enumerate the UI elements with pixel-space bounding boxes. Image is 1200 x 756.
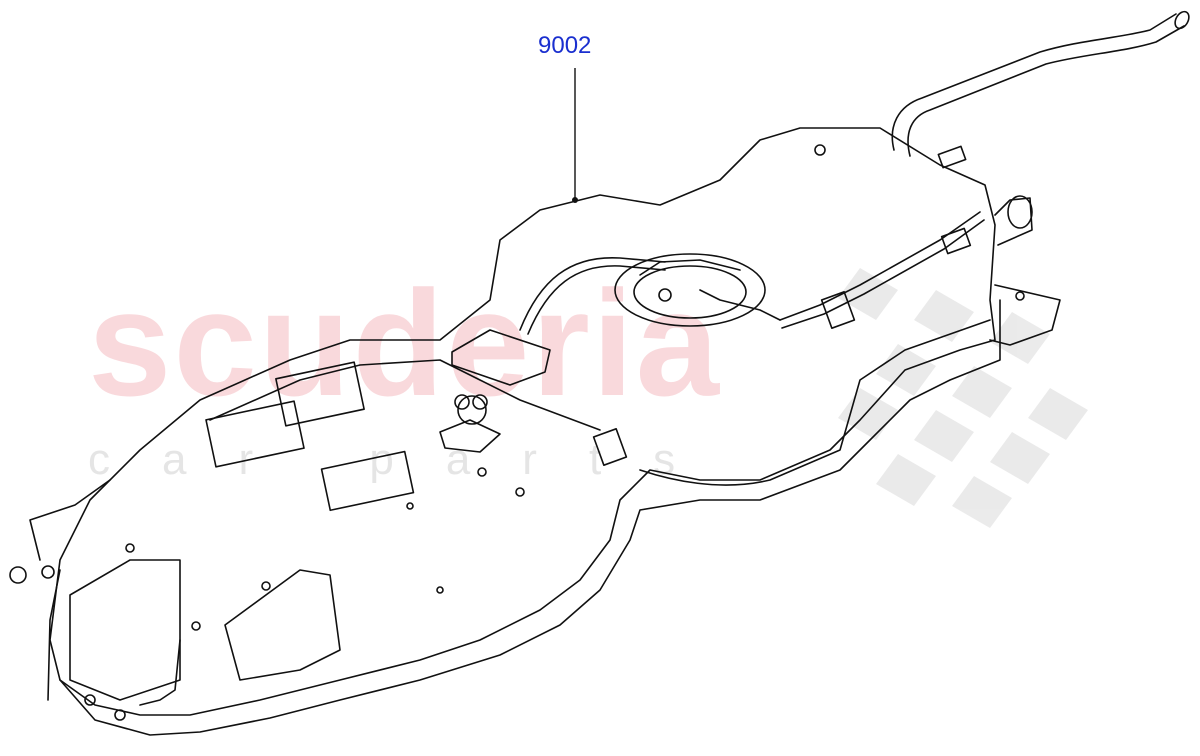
left-shield-plate bbox=[69, 559, 181, 701]
watermark-tagline: car parts bbox=[88, 435, 728, 484]
bracket-bolt bbox=[1015, 291, 1025, 301]
watermark-brand: scuderia bbox=[88, 259, 721, 427]
vent-outlet bbox=[439, 419, 501, 453]
tank-top-surface bbox=[209, 359, 601, 431]
tank-labels bbox=[205, 361, 415, 512]
left-inner-panel bbox=[224, 569, 341, 681]
filler-pipe bbox=[891, 10, 1190, 157]
tank-lower-skirt bbox=[59, 299, 1001, 736]
line-clips bbox=[9, 145, 972, 584]
tank-body-outline bbox=[49, 127, 996, 716]
callout-leader-dot bbox=[572, 197, 578, 203]
part-number-callout[interactable]: 9002 bbox=[538, 32, 592, 59]
inlet-pipe bbox=[994, 195, 1033, 246]
right-mounting-bracket bbox=[989, 284, 1061, 346]
sender-cover-plate bbox=[451, 329, 551, 386]
fuel-lines bbox=[29, 211, 991, 706]
mounting-studs bbox=[84, 144, 826, 721]
